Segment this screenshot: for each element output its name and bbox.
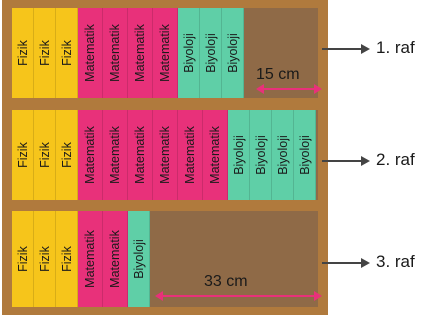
measure-arrow-15cm bbox=[256, 84, 322, 94]
book-fizik: Fizik bbox=[12, 8, 34, 98]
book-biyoloji: Biyoloji bbox=[128, 211, 150, 307]
book-label: Fizik bbox=[59, 142, 74, 168]
book-label: Fizik bbox=[37, 246, 52, 272]
book-label: Matematik bbox=[83, 126, 97, 184]
book-biyoloji: Biyoloji bbox=[250, 110, 272, 200]
book-label: Matematik bbox=[83, 24, 97, 82]
book-biyoloji: Biyoloji bbox=[200, 8, 222, 98]
book-label: Matematik bbox=[108, 126, 122, 184]
shelf-3: Fizik Fizik Fizik Matematik Matematik Bi… bbox=[12, 211, 318, 307]
book-label: Fizik bbox=[37, 40, 52, 66]
book-matematik: Matematik bbox=[128, 110, 153, 200]
book-label: Biyoloji bbox=[203, 33, 218, 73]
book-label: Fizik bbox=[59, 246, 74, 272]
book-label: Matematik bbox=[108, 230, 122, 288]
book-label: Fizik bbox=[37, 142, 52, 168]
book-label: Biyoloji bbox=[181, 33, 196, 73]
book-label: Fizik bbox=[15, 246, 30, 272]
book-label: Matematik bbox=[133, 24, 147, 82]
shelf-1-pointer-arrow bbox=[322, 44, 370, 54]
measure-label-33cm: 33 cm bbox=[204, 273, 248, 290]
shelf-1-books: Fizik Fizik Fizik Matematik Matematik Ma… bbox=[12, 8, 244, 98]
book-label: Biyoloji bbox=[297, 135, 312, 175]
shelf-2-books: Fizik Fizik Fizik Matematik Matematik Ma… bbox=[12, 110, 316, 200]
book-label: Biyoloji bbox=[253, 135, 268, 175]
book-label: Matematik bbox=[133, 126, 147, 184]
book-matematik: Matematik bbox=[153, 8, 178, 98]
book-matematik: Matematik bbox=[203, 110, 228, 200]
book-matematik: Matematik bbox=[78, 110, 103, 200]
book-matematik: Matematik bbox=[153, 110, 178, 200]
book-fizik: Fizik bbox=[12, 211, 34, 307]
shelf-2: Fizik Fizik Fizik Matematik Matematik Ma… bbox=[12, 110, 318, 200]
book-matematik: Matematik bbox=[78, 211, 103, 307]
book-biyoloji: Biyoloji bbox=[222, 8, 244, 98]
shelf-3-label: 3. raf bbox=[376, 252, 415, 271]
book-fizik: Fizik bbox=[34, 211, 56, 307]
book-label: Biyoloji bbox=[275, 135, 290, 175]
book-matematik: Matematik bbox=[103, 110, 128, 200]
book-label: Biyoloji bbox=[131, 239, 146, 279]
book-biyoloji: Biyoloji bbox=[294, 110, 316, 200]
book-label: Matematik bbox=[158, 126, 172, 184]
book-label: Matematik bbox=[83, 230, 97, 288]
book-matematik: Matematik bbox=[78, 8, 103, 98]
book-biyoloji: Biyoloji bbox=[272, 110, 294, 200]
shelf-2-label: 2. raf bbox=[376, 150, 415, 169]
book-fizik: Fizik bbox=[34, 110, 56, 200]
book-fizik: Fizik bbox=[56, 8, 78, 98]
book-matematik: Matematik bbox=[103, 211, 128, 307]
book-label: Fizik bbox=[15, 40, 30, 66]
book-label: Biyoloji bbox=[225, 33, 240, 73]
book-label: Matematik bbox=[183, 126, 197, 184]
shelf-1-label: 1. raf bbox=[376, 38, 415, 57]
book-label: Fizik bbox=[59, 40, 74, 66]
book-fizik: Fizik bbox=[56, 110, 78, 200]
book-label: Matematik bbox=[108, 24, 122, 82]
book-matematik: Matematik bbox=[178, 110, 203, 200]
book-label: Fizik bbox=[15, 142, 30, 168]
book-biyoloji: Biyoloji bbox=[178, 8, 200, 98]
measure-arrow-33cm bbox=[155, 291, 322, 301]
book-fizik: Fizik bbox=[12, 110, 34, 200]
book-matematik: Matematik bbox=[103, 8, 128, 98]
book-biyoloji: Biyoloji bbox=[228, 110, 250, 200]
shelf-3-books: Fizik Fizik Fizik Matematik Matematik Bi… bbox=[12, 211, 150, 307]
book-label: Biyoloji bbox=[231, 135, 246, 175]
measure-label-15cm: 15 cm bbox=[256, 66, 300, 83]
book-fizik: Fizik bbox=[56, 211, 78, 307]
shelf-2-pointer-arrow bbox=[322, 156, 370, 166]
shelf-1: Fizik Fizik Fizik Matematik Matematik Ma… bbox=[12, 8, 318, 98]
book-matematik: Matematik bbox=[128, 8, 153, 98]
book-label: Matematik bbox=[208, 126, 222, 184]
book-fizik: Fizik bbox=[34, 8, 56, 98]
book-label: Matematik bbox=[158, 24, 172, 82]
shelf-3-pointer-arrow bbox=[322, 258, 370, 268]
